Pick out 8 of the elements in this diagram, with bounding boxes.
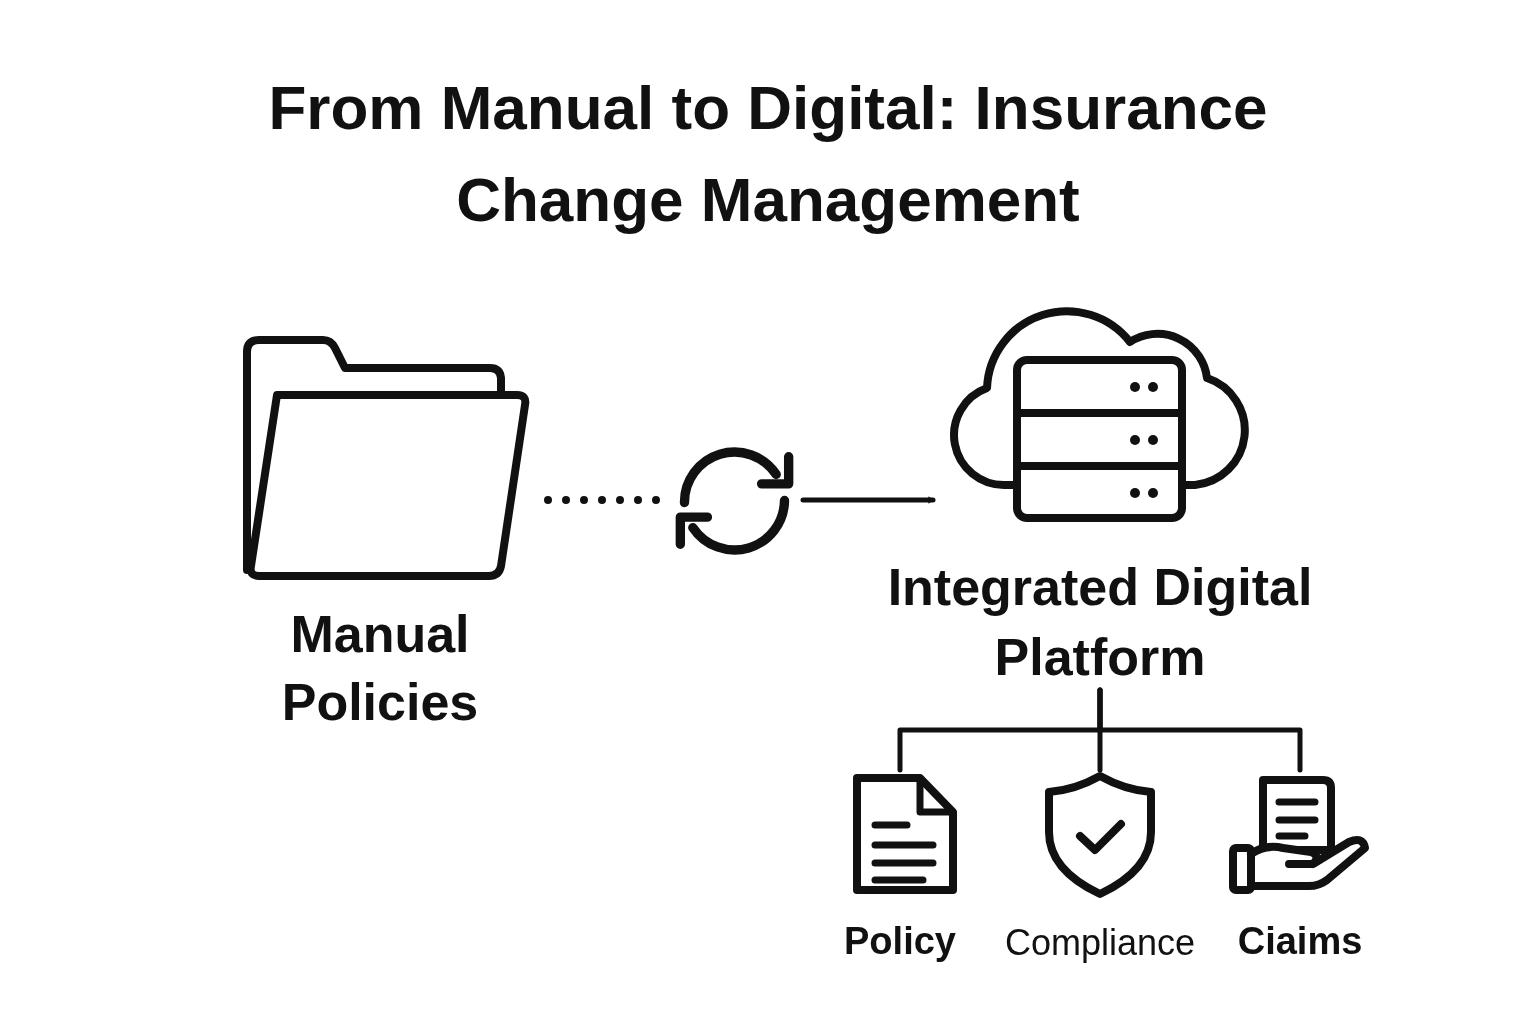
node-label: Compliance bbox=[1003, 921, 1197, 965]
node-label: Manual Policies bbox=[280, 604, 480, 733]
title: From Manual to Digital: Insurance Change Management bbox=[268, 72, 1268, 236]
node-label: Integrated Digital Platform bbox=[886, 557, 1314, 688]
node-label: Policy bbox=[843, 919, 957, 964]
connector-line bbox=[1097, 687, 1303, 773]
arrow bbox=[800, 496, 936, 504]
node-label: Ciaims bbox=[1236, 919, 1364, 964]
